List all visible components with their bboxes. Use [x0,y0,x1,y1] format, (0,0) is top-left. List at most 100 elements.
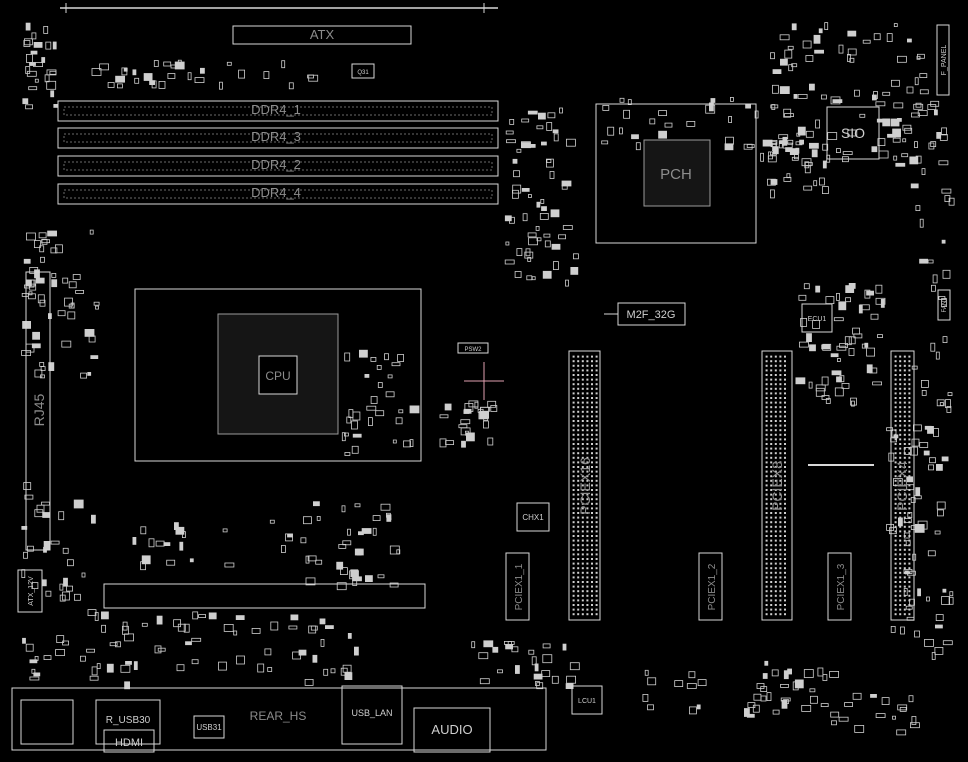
component-pad [508,216,515,224]
component-pad [784,521,787,524]
component-pad [25,279,32,287]
component-pad [899,502,902,505]
component-pad [385,391,395,398]
component-pad [770,104,779,109]
component-pad [591,360,594,363]
component-pad [74,593,81,601]
component-pad [586,429,589,432]
component-pad [27,293,36,300]
component-pad [42,512,51,518]
component-pad [908,521,911,524]
component-pad [765,369,768,372]
component-pad [788,64,794,72]
component-pad [377,574,385,579]
component-pad [942,640,953,646]
component-pad [903,387,906,390]
component-pad [915,155,922,164]
component-pad [586,373,589,376]
component-pad [591,470,594,473]
component-pad [528,649,535,655]
component-pad [891,79,900,87]
component-pad [516,148,522,153]
component-pad [774,502,777,505]
component-pad [765,383,768,386]
rear-hs-label: REAR_HS [250,709,307,723]
component-pad [894,465,897,468]
component-pad [894,498,897,501]
component-pad [894,613,897,616]
component-pad [591,479,594,482]
component-pad [774,567,777,570]
component-pad [899,424,902,427]
component-pad [46,80,57,90]
component-pad [908,493,911,496]
component-pad [29,62,36,66]
component-pad [176,664,185,672]
component-pad [770,484,773,487]
component-pad [192,611,199,620]
component-pad [774,438,777,441]
component-pad [577,521,580,524]
fan-label: FAN1 [942,297,948,313]
component-pad [770,604,773,607]
component-pad [908,604,911,607]
component-pad [902,138,907,143]
component-pad [899,442,902,445]
component-pad [292,651,302,660]
component-pad [521,187,530,192]
component-pad [591,447,594,450]
component-pad [910,183,919,189]
component-pad [941,456,949,462]
component-pad [572,383,575,386]
component-pad [779,86,790,94]
component-pad [944,195,951,203]
component-pad [28,291,33,296]
component-pad [586,360,589,363]
component-pad [101,611,109,620]
component-pad [577,502,580,505]
component-pad [754,110,759,119]
component-pad [894,415,897,418]
component-pad [908,424,911,427]
component-pad [572,369,575,372]
component-pad [586,406,589,409]
component-pad [822,186,829,195]
component-pad [903,383,906,386]
component-pad [774,396,777,399]
component-pad [581,544,584,547]
component-pad [765,387,768,390]
component-pad [343,432,349,437]
component-pad [765,539,768,542]
component-pad [770,608,773,611]
component-pad [319,618,326,625]
component-pad [581,608,584,611]
component-pad [270,621,279,631]
component-pad [577,396,580,399]
component-pad [899,401,902,404]
component-pad [903,447,906,450]
component-pad [784,415,787,418]
component-pad [487,400,497,408]
component-pad [765,360,768,363]
component-pad [577,581,580,584]
component-pad [479,410,490,419]
component-pad [29,659,38,664]
component-pad [765,429,768,432]
component-pad [770,406,773,409]
component-pad [784,442,787,445]
component-pad [87,609,97,616]
component-pad [396,549,401,555]
component-pad [581,525,584,528]
component-pad [899,539,902,542]
component-pad [572,470,575,473]
component-pad [903,530,906,533]
component-pad [62,591,70,601]
component-pad [577,470,580,473]
component-pad [22,98,29,105]
component-pad [766,692,772,701]
component-pad [779,558,782,561]
component-pad [779,539,782,542]
component-pad [572,539,575,542]
component-pad [50,540,60,545]
component-pad [67,559,74,567]
